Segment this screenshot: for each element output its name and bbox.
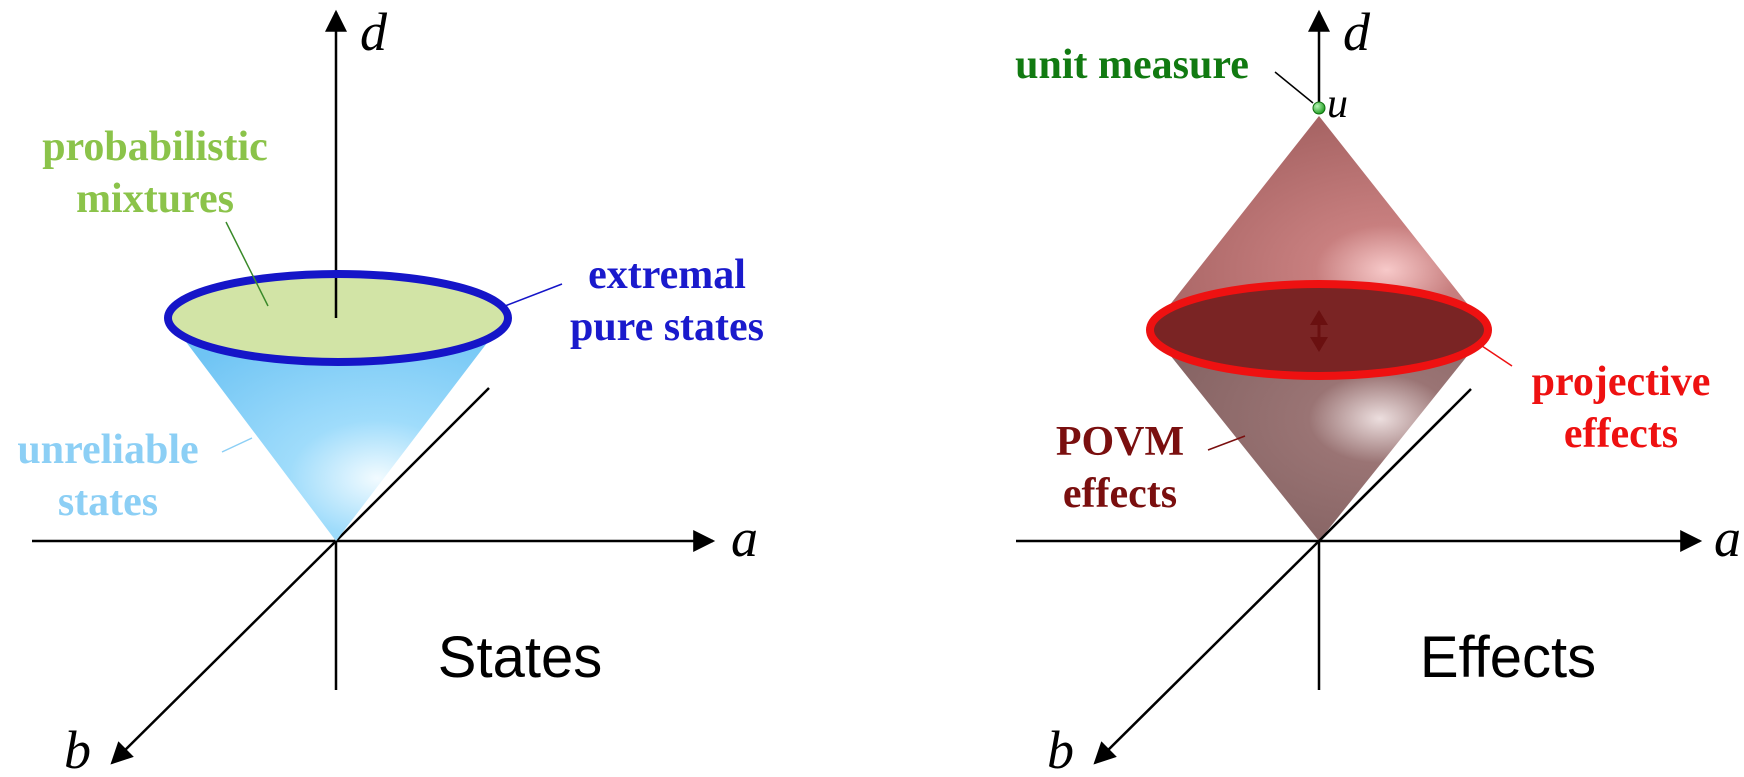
unreliable-label-line1: unreliable xyxy=(17,427,198,473)
effects-upper-cone xyxy=(1150,116,1488,330)
mixtures-label-line2: mixtures xyxy=(76,176,234,222)
unit-measure-leader-line xyxy=(1274,71,1314,104)
effects-panel: unit measure u projective effects POVM e… xyxy=(1015,2,1741,777)
states-cone-surface xyxy=(168,318,506,541)
effects-axis-b xyxy=(1093,540,1320,765)
states-mixtures-disc xyxy=(168,274,508,362)
povm-label-line2: effects xyxy=(1063,471,1177,517)
unit-measure-dot xyxy=(1312,101,1326,115)
effects-center-marker xyxy=(1310,310,1328,352)
unit-measure-label: unit measure xyxy=(1015,42,1249,88)
states-axis-a-label: a xyxy=(731,508,758,568)
effects-projective-ring xyxy=(1146,280,1492,380)
states-axis-b-label: b xyxy=(64,720,91,777)
effects-lower-cone xyxy=(1150,330,1488,541)
projective-label-line1: projective xyxy=(1532,359,1711,405)
effects-axis-a-label: a xyxy=(1714,508,1741,568)
effects-axis-d-label: d xyxy=(1343,2,1371,62)
extremal-label-line2: pure states xyxy=(570,304,764,350)
extremal-label-line1: extremal xyxy=(588,252,746,298)
u-label: u xyxy=(1327,81,1348,127)
effects-axis-b-label: b xyxy=(1047,720,1074,777)
projective-leader-line xyxy=(1481,345,1513,367)
states-panel: probabilistic mixtures extremal pure sta… xyxy=(17,2,764,777)
mixtures-leader-line xyxy=(225,221,269,307)
states-extremal-ring xyxy=(164,270,512,366)
states-axis-d-label: d xyxy=(360,2,388,62)
states-title: States xyxy=(438,625,602,690)
mixtures-label-line1: probabilistic xyxy=(42,124,268,170)
unreliable-label-line2: states xyxy=(58,479,158,525)
effects-title: Effects xyxy=(1420,625,1596,690)
unreliable-leader-line xyxy=(221,437,253,453)
effects-axis-b-inner xyxy=(1318,409,1451,542)
states-axis-b xyxy=(110,540,337,765)
states-axis-b-back xyxy=(335,387,490,542)
povm-leader-line xyxy=(1207,435,1246,451)
extremal-leader-line xyxy=(504,283,563,307)
projective-label-line2: effects xyxy=(1564,411,1678,457)
povm-label-line1: POVM xyxy=(1056,419,1184,465)
